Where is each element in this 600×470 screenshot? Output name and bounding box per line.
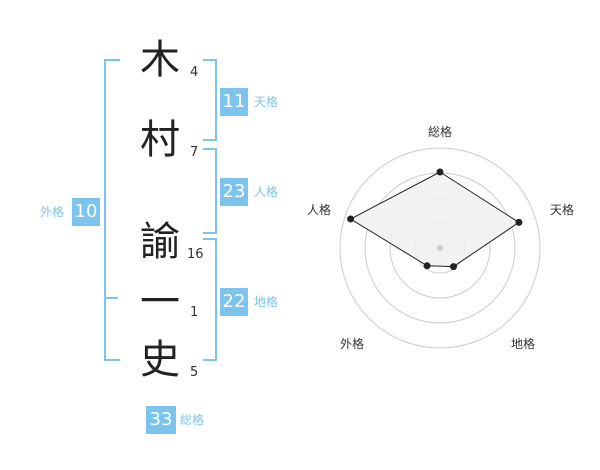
tenkaku-bracket [203,59,217,141]
stroke-count-2: 7 [190,145,199,160]
stroke-count-5: 5 [190,365,199,380]
stroke-count-3: 16 [187,247,204,262]
tenkaku-badge: 11 [220,88,248,116]
radar-polygon [349,171,520,268]
gaikaku-label: 外格 [40,205,65,219]
radar-point-1 [436,168,444,176]
radar-ring-4 [339,147,541,349]
radar-label-gaikaku: 外格 [340,337,365,351]
radar-point-2 [515,218,523,226]
name-char-3: 諭 [140,219,180,265]
chikaku-badge: 22 [220,288,248,316]
radar-point-5 [347,215,355,223]
soukaku-badge: 33 [146,406,176,434]
name-char-2: 村 [140,117,180,163]
jinkaku-bracket [203,148,217,234]
radar-point-3 [450,263,458,271]
chikaku-label: 地格 [254,295,279,309]
jinkaku-badge: 23 [220,178,248,206]
radar-label-soukaku: 総格 [428,125,453,139]
radar-label-chikaku: 地格 [511,337,536,351]
jinkaku-label: 人格 [254,185,279,199]
name-char-5: 史 [140,337,180,383]
gaikaku-badge: 10 [72,198,100,226]
gaikaku-bracket-mid [104,297,118,299]
stroke-count-1: 4 [190,65,199,80]
chikaku-bracket [203,238,217,361]
radar-label-tenkaku: 天格 [550,203,575,217]
radar-center [437,245,443,251]
name-char-4: 一 [140,279,180,325]
radar-label-jinkaku: 人格 [307,203,332,217]
tenkaku-label: 天格 [254,95,279,109]
soukaku-label: 総格 [180,413,205,427]
gaikaku-bracket [104,59,120,361]
name-char-1: 木 [140,37,180,83]
stroke-count-4: 1 [190,305,199,320]
radar-point-4 [423,262,431,270]
